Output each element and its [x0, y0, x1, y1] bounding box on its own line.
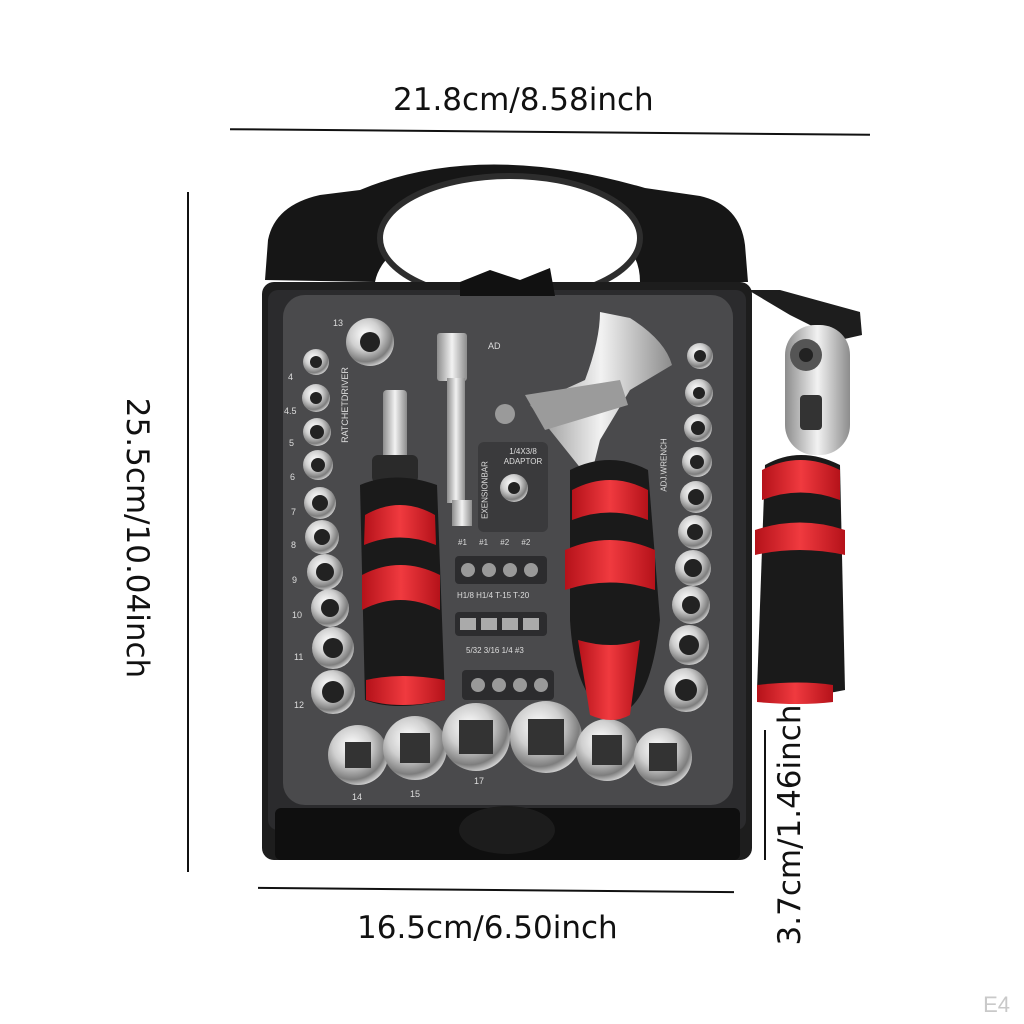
right-sockets: [664, 343, 713, 712]
socket-size-label: 4.5: [284, 406, 297, 416]
adjustable-wrench: [525, 312, 672, 720]
label-adaptor: 1/4X3/8 ADAPTOR: [503, 447, 543, 466]
base-width-label: 16.5cm/6.50inch: [357, 910, 618, 946]
left-sockets: [302, 318, 394, 714]
socket-size-label: 4: [288, 372, 294, 382]
socket-size-label: 15: [410, 789, 421, 799]
socket-size-label: 12: [294, 700, 305, 710]
socket-size-label: 7: [291, 507, 297, 517]
ratchet-screwdriver: [360, 390, 445, 706]
depth-line: [764, 730, 766, 860]
bottom-sockets: [328, 701, 692, 786]
width-label: 21.8cm/8.58inch: [393, 82, 654, 118]
socket-size-label: 11: [294, 652, 304, 662]
socket-size-label: 14: [352, 792, 363, 802]
bit-row-2-label: H1/8 H1/4 T-15 T-20: [457, 591, 530, 600]
bit-row-3-label: 5/32 3/16 1/4 #3: [466, 646, 524, 655]
label-adj-wrench: ADJ.WRENCH: [659, 438, 669, 492]
watermark: E4: [983, 992, 1010, 1017]
adaptor-block: [478, 404, 548, 532]
socket-size-label: 10: [292, 610, 303, 620]
extension-bar: [437, 333, 472, 526]
label-ratchet-driver: RATCHETDRIVER: [340, 367, 350, 443]
socket-size-label: 13: [333, 318, 344, 328]
socket-size-label: 6: [290, 472, 296, 482]
socket-size-label: 8: [291, 540, 297, 550]
socket-size-label: 17: [474, 776, 485, 786]
bit-holders: [455, 556, 554, 700]
bit-row-1-labels: #1 #1 #2 #2: [458, 538, 531, 547]
label-extension-bar: EXENSIONBAR: [480, 461, 490, 519]
label-ad: AD: [488, 341, 501, 351]
height-line: [187, 192, 189, 872]
socket-size-label: 5: [289, 438, 295, 448]
socket-size-label: 9: [292, 575, 298, 585]
ratchet-wrench: [748, 290, 862, 704]
